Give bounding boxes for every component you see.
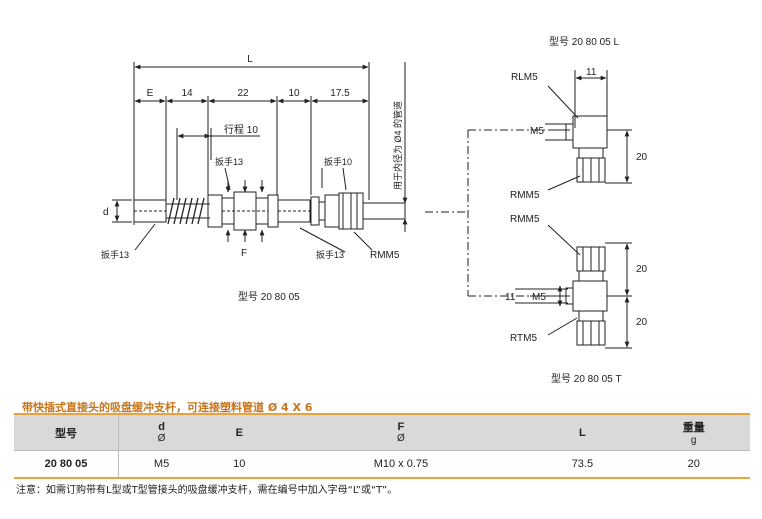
variant-l-rlm5: RLM5 <box>511 72 538 83</box>
variant-t-dim20a: 20 <box>636 264 648 275</box>
cell-d: M5 <box>153 458 170 470</box>
dim-d-label: d <box>103 207 109 218</box>
table-row: 20 80 05 M5 10 M10 x 0.75 73.5 20 <box>14 450 750 478</box>
dim-17-5-label: 17.5 <box>330 88 350 99</box>
variant-t-rtm5: RTM5 <box>510 333 537 344</box>
variant-l-dim20: 20 <box>636 152 648 163</box>
variant-t-rmm5: RMM5 <box>510 214 540 225</box>
variant-t-title: 型号 20 80 05 T <box>551 372 622 385</box>
cell-L: 73.5 <box>571 458 594 470</box>
wrench10-label: 扳手10 <box>324 156 352 167</box>
dim-E-label: E <box>147 88 154 99</box>
wrench13-right-label: 扳手13 <box>316 249 344 260</box>
variant-t-dim11: 11 <box>505 292 516 303</box>
variant-l-m5: M5 <box>530 126 544 137</box>
cell-E: 10 <box>233 458 246 470</box>
header-model: 型号 <box>14 414 119 451</box>
variant-l-title: 型号 20 80 05 L <box>549 35 619 48</box>
cell-weight: 20 <box>687 458 700 470</box>
variant-t-m5: M5 <box>532 292 546 303</box>
variant-t-dim20b: 20 <box>636 317 648 328</box>
dim-14-label: 14 <box>181 88 193 99</box>
dim-10-label: 10 <box>288 88 300 99</box>
tube-note-label: 用于内径为 Ø4 的管道 <box>392 101 403 190</box>
cell-F: M10 x 0.75 <box>373 458 429 470</box>
rmm5-main-label: RMM5 <box>370 250 400 261</box>
main-model-label: 型号 20 80 05 <box>238 290 300 303</box>
table-caption: 带快插式直接头的吸盘缓冲支杆，可连接塑料管道 Ø 4 X 6 <box>22 401 313 414</box>
header-E: E <box>235 426 243 439</box>
variant-l-rmm5: RMM5 <box>510 190 540 201</box>
order-note: 注意：如需订购带有L型或T型管接头的吸盘缓冲支杆，需在编号中加入字母“L”或“T… <box>16 485 398 496</box>
stroke-label: 行程 10 <box>224 123 258 136</box>
dim-F-label: F <box>241 248 247 259</box>
technical-drawing: L E 14 22 10 17.5 行程 10 d F 扳手13 扳手10 扳手… <box>101 35 648 385</box>
dim-22-label: 22 <box>237 88 249 99</box>
variant-l-dim11: 11 <box>586 67 597 78</box>
header-L: L <box>579 426 586 439</box>
cell-model: 20 80 05 <box>14 450 119 478</box>
dim-L-label: L <box>247 54 253 65</box>
wrench13-left-label: 扳手13 <box>101 249 129 260</box>
wrench13-top-label: 扳手13 <box>215 156 243 167</box>
